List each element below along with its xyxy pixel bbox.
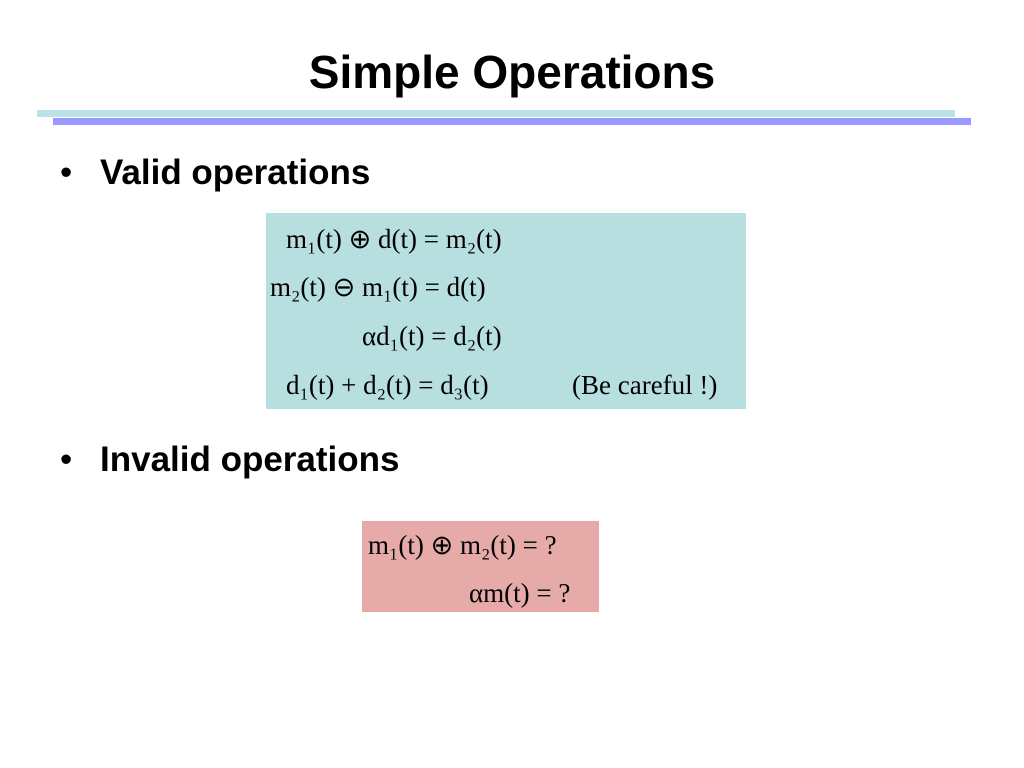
invalid-equation-2: αm(t) = ? — [469, 577, 570, 609]
title-underline-dark — [53, 118, 971, 125]
equation-4-note: (Be careful !) — [572, 370, 718, 400]
equation-2: m₂(t) ⊖ m₁(t) = d(t) — [270, 271, 486, 303]
equation-text: d₁(t) + d₂(t) = d₃(t) — [286, 370, 489, 400]
equation-text: m₂(t) ⊖ m₁(t) = d(t) — [270, 272, 486, 302]
valid-equations-box: m₁(t) ⊕ d(t) = m₂(t) m₂(t) ⊖ m₁(t) = d(t… — [266, 213, 746, 409]
equation-1: m₁(t) ⊕ d(t) = m₂(t) — [286, 223, 502, 255]
equation-3: αd₁(t) = d₂(t) — [362, 320, 502, 352]
invalid-equation-1: m₁(t) ⊕ m₂(t) = ? — [368, 529, 557, 561]
equation-4: d₁(t) + d₂(t) = d₃(t) — [286, 369, 489, 401]
bullet-marker: • — [60, 440, 73, 479]
title-underline-light — [37, 110, 955, 117]
equation-text: m₁(t) ⊕ d(t) = m₂(t) — [286, 224, 502, 254]
invalid-equations-box: m₁(t) ⊕ m₂(t) = ? αm(t) = ? — [362, 521, 599, 612]
equation-text: m₁(t) ⊕ m₂(t) = ? — [368, 530, 557, 560]
equation-text: αd₁(t) = d₂(t) — [362, 321, 502, 351]
equation-text: αm(t) = ? — [469, 578, 571, 608]
bullet-label: Invalid operations — [100, 440, 400, 479]
bullet-marker: • — [60, 153, 73, 192]
bullet-label: Valid operations — [100, 153, 371, 192]
slide-title: Simple Operations — [308, 46, 716, 98]
